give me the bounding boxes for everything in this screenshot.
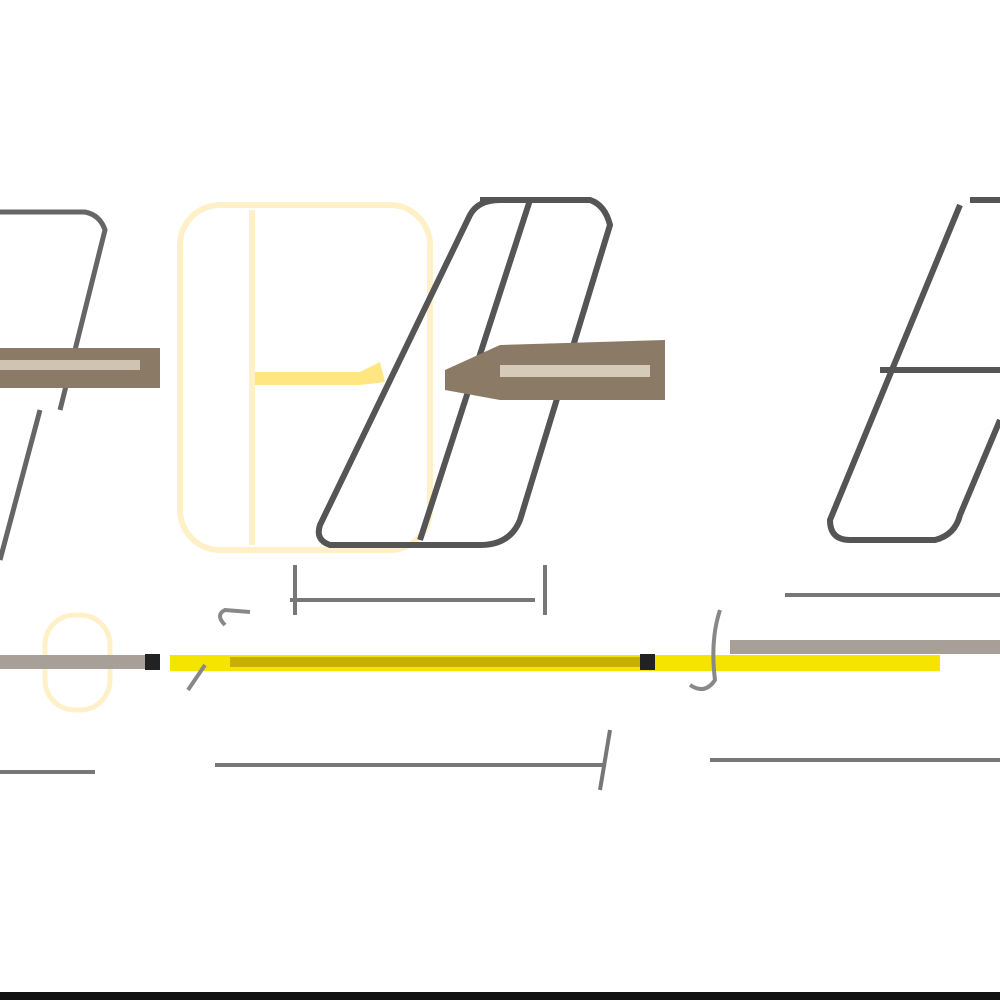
dimension-upper-center bbox=[290, 565, 547, 615]
cable bbox=[0, 640, 1000, 671]
bracket-right bbox=[826, 197, 1000, 543]
dimension-lower bbox=[0, 729, 1000, 791]
bottom-bar bbox=[0, 992, 1000, 1000]
cable-clips bbox=[186, 607, 722, 692]
rod-left bbox=[0, 348, 160, 388]
bracket-left bbox=[0, 209, 108, 561]
center-rod bbox=[255, 340, 665, 400]
